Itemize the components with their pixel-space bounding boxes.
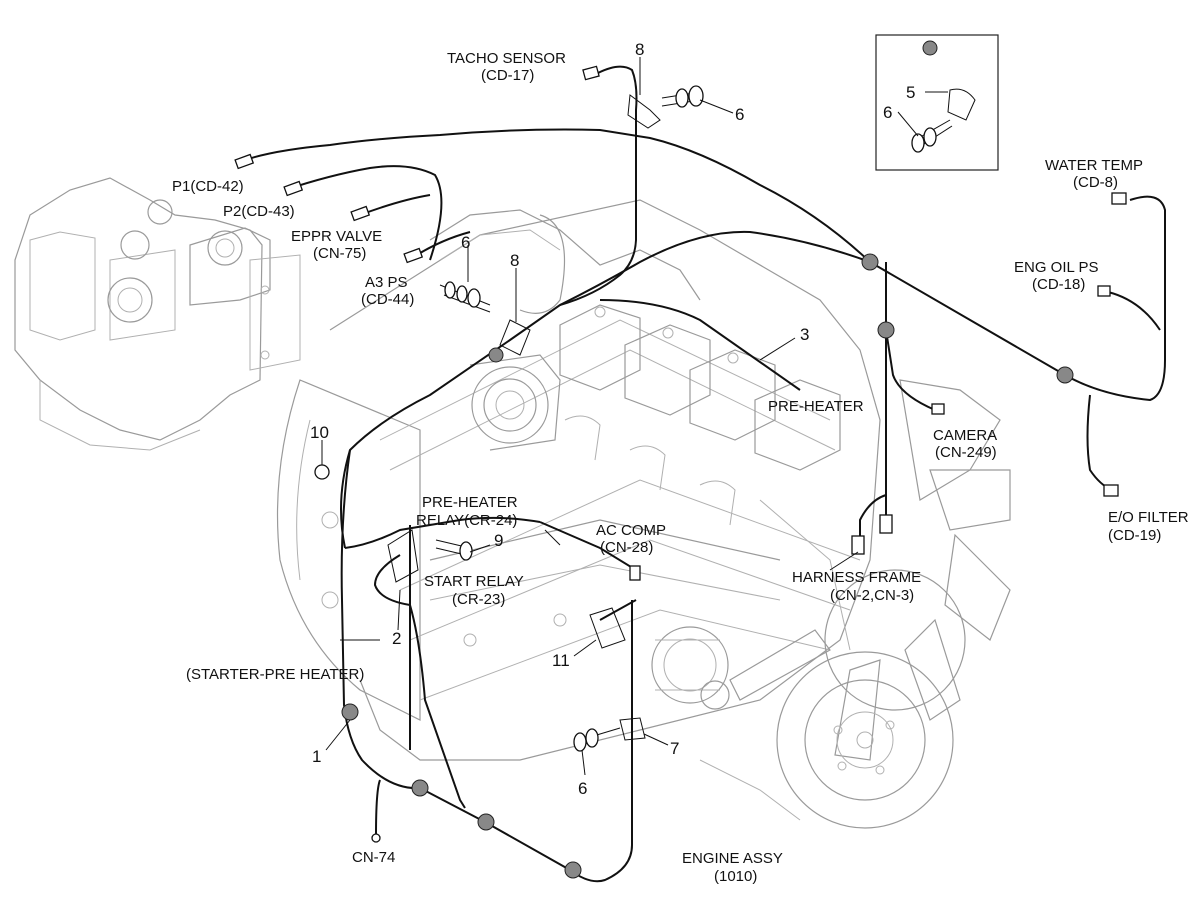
leader-lines [321, 57, 948, 776]
labels: TACHO SENSOR (CD-17) P1(CD-42) P2(CD-43)… [172, 50, 1189, 885]
label-eo-filter-code: (CD-19) [1108, 527, 1161, 544]
callout-6-mid: 6 [461, 233, 470, 252]
label-eng-oil-ps-code: (CD-18) [1032, 276, 1085, 293]
label-a3ps-code: (CD-44) [361, 291, 414, 308]
harness-ties [341, 40, 1074, 879]
label-engine-assy: ENGINE ASSY [682, 850, 783, 867]
label-a3ps: A3 PS [365, 274, 408, 291]
callout-numbers: 8 6 5 6 6 8 3 10 9 2 11 1 7 6 [310, 40, 915, 798]
label-ac-comp-code: (CN-28) [600, 539, 653, 556]
callout-2: 2 [392, 629, 401, 648]
label-harness-frame: HARNESS FRAME [792, 569, 921, 586]
callout-7: 7 [670, 739, 679, 758]
hardware [314, 85, 704, 752]
label-p1: P1(CD-42) [172, 178, 244, 195]
callout-11: 11 [552, 651, 570, 670]
callout-6-inset: 6 [883, 103, 892, 122]
label-harness-frame-code: (CN-2,CN-3) [830, 587, 914, 604]
label-pre-heater-relay-code: RELAY(CR-24) [416, 512, 517, 529]
callout-8-mid: 8 [510, 251, 519, 270]
label-ac-comp: AC COMP [596, 522, 666, 539]
connectors [234, 65, 1127, 843]
label-eo-filter: E/O FILTER [1108, 509, 1189, 526]
callout-9: 9 [494, 531, 503, 550]
label-eppr-code: (CN-75) [313, 245, 366, 262]
callout-6-bottom: 6 [578, 779, 587, 798]
label-eng-oil-ps: ENG OIL PS [1014, 259, 1098, 276]
label-camera-code: (CN-249) [935, 444, 997, 461]
label-start-relay-code: (CR-23) [452, 591, 505, 608]
engine-outline [14, 177, 1011, 829]
label-engine-assy-code: (1010) [714, 868, 757, 885]
callout-5-inset: 5 [906, 83, 915, 102]
label-cn74: CN-74 [352, 849, 395, 866]
label-p2: P2(CD-43) [223, 203, 295, 220]
callout-8-top: 8 [635, 40, 644, 59]
callout-3: 3 [800, 325, 809, 344]
label-camera: CAMERA [933, 427, 997, 444]
label-pre-heater-relay: PRE-HEATER [422, 494, 518, 511]
wiring-harness [244, 65, 1166, 883]
label-water-temp-code: (CD-8) [1073, 174, 1118, 191]
callout-6-top: 6 [735, 105, 744, 124]
label-starter-pre-heater: (STARTER-PRE HEATER) [186, 666, 364, 683]
label-tacho-code: (CD-17) [481, 67, 534, 84]
label-start-relay: START RELAY [424, 573, 524, 590]
cooling-fan [729, 379, 1011, 829]
inset-detail [875, 34, 999, 171]
label-eppr-valve: EPPR VALVE [291, 228, 382, 245]
label-water-temp: WATER TEMP [1045, 157, 1143, 174]
label-tacho-sensor: TACHO SENSOR [447, 50, 566, 67]
callout-10: 10 [310, 423, 329, 442]
callout-1: 1 [312, 747, 321, 766]
label-pre-heater: PRE-HEATER [768, 398, 864, 415]
